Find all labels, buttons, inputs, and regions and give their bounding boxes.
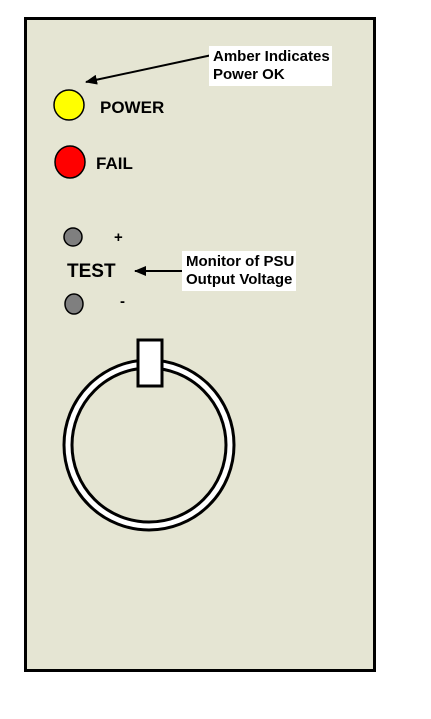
power-callout: Amber Indicates Power OK: [209, 46, 332, 86]
power-label: POWER: [100, 99, 164, 116]
test-plus-label: +: [114, 230, 123, 245]
test-minus-label: -: [120, 294, 125, 309]
fail-led: [55, 146, 85, 178]
monitor-callout-line1: Monitor of PSU: [186, 253, 294, 271]
test-plus-led: [64, 228, 82, 246]
pull-ring-handle: [68, 340, 230, 526]
monitor-callout-line2: Output Voltage: [186, 271, 294, 289]
power-callout-line1: Amber Indicates: [213, 48, 330, 66]
monitor-callout: Monitor of PSU Output Voltage: [182, 251, 296, 291]
fail-label: FAIL: [96, 155, 133, 172]
power-callout-arrow: [86, 55, 212, 82]
ring-tab: [138, 340, 162, 386]
power-led: [54, 90, 84, 120]
test-minus-led: [65, 294, 83, 314]
power-callout-line2: Power OK: [213, 66, 330, 84]
test-label: TEST: [67, 262, 116, 281]
